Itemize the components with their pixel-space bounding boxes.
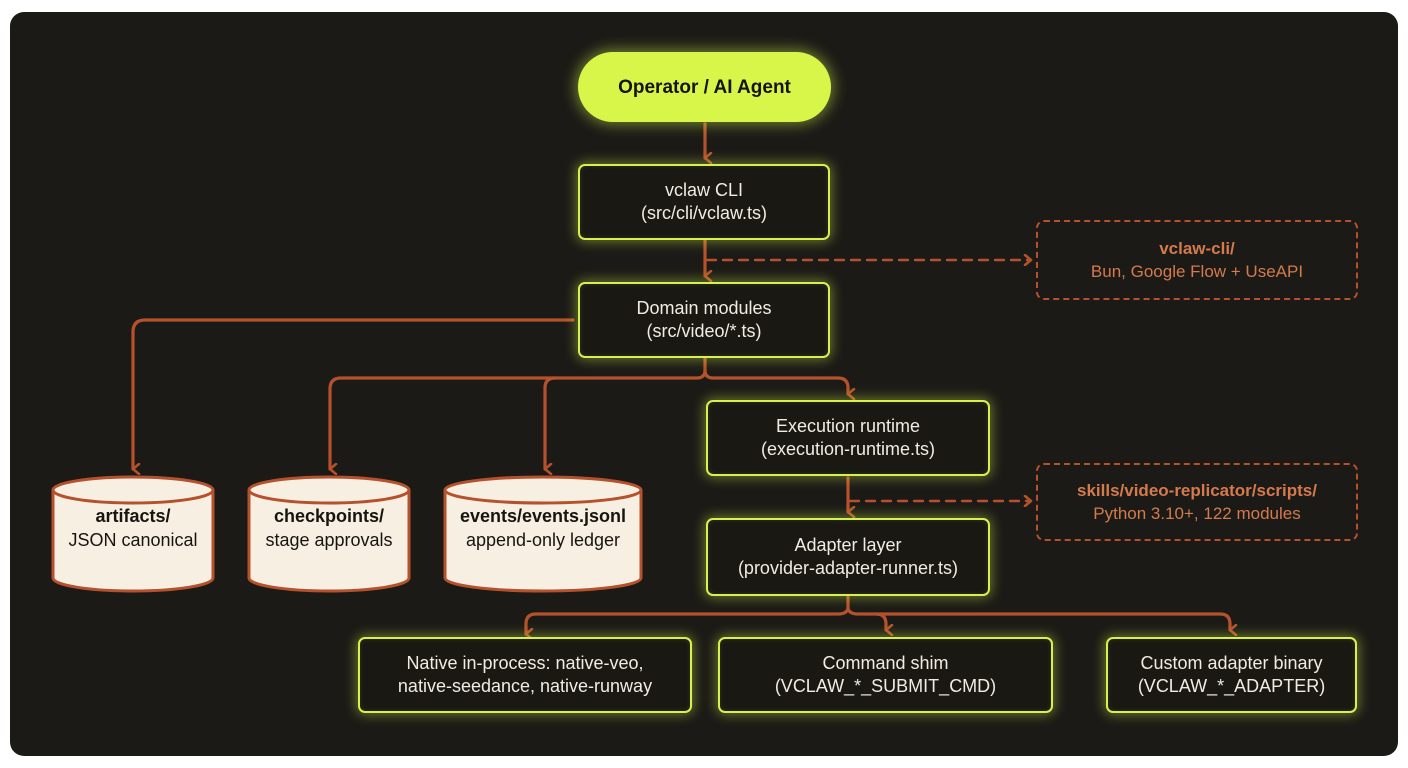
store-events: events/events.jsonl append-only ledger	[442, 474, 644, 594]
edge-adapter-bus	[524, 595, 850, 634]
store-checkpoints: checkpoints/ stage approvals	[246, 474, 412, 594]
store-artifacts-title: artifacts/	[95, 506, 171, 526]
adapter-native-line2: native-seedance, native-runway	[397, 676, 653, 696]
connector-layer	[131, 122, 1398, 756]
cli-title: vclaw CLI	[664, 180, 744, 200]
cli-path: (src/cli/vclaw.ts)	[641, 203, 767, 223]
domain-path: (src/video/*.ts)	[646, 321, 762, 341]
store-events-title: events/events.jsonl	[459, 506, 627, 526]
adapter-custom-line1: Custom adapter binary	[1140, 653, 1323, 673]
runtime-title: Execution runtime	[775, 416, 921, 436]
adapter-node: Adapter layer (provider-adapter-runner.t…	[706, 518, 990, 596]
edge-adapter-shim	[846, 605, 886, 630]
adapter-path: (provider-adapter-runner.ts)	[737, 558, 959, 578]
store-artifacts-desc: JSON canonical	[68, 530, 198, 550]
runtime-path: (execution-runtime.ts)	[760, 439, 936, 459]
adapter-shim-line2: (VCLAW_*_SUBMIT_CMD)	[774, 676, 997, 696]
store-artifacts: artifacts/ JSON canonical	[50, 474, 216, 594]
adapter-native-node: Native in-process: native-veo, native-se…	[358, 637, 692, 713]
store-events-desc: append-only ledger	[465, 530, 621, 550]
ext-cli-desc: Bun, Google Flow + UseAPI	[1090, 262, 1304, 281]
edge-domain-runtime	[703, 368, 848, 394]
adapter-custom-line2: (VCLAW_*_ADAPTER)	[1137, 676, 1326, 696]
ext-skills-title: skills/video-replicator/scripts/	[1077, 481, 1317, 500]
diagram-canvas: Operator / AI Agent vclaw CLI (src/cli/v…	[10, 12, 1398, 756]
cli-node: vclaw CLI (src/cli/vclaw.ts)	[578, 164, 830, 240]
adapter-shim-node: Command shim (VCLAW_*_SUBMIT_CMD)	[718, 637, 1053, 713]
adapter-custom-node: Custom adapter binary (VCLAW_*_ADAPTER)	[1106, 637, 1357, 713]
edge-domain-bus	[328, 357, 707, 469]
store-checkpoints-title: checkpoints/	[273, 506, 385, 526]
operator-label: Operator / AI Agent	[618, 76, 791, 98]
adapter-title: Adapter layer	[794, 535, 902, 555]
adapter-shim-line1: Command shim	[822, 653, 949, 673]
ext-skills-desc: Python 3.10+, 122 modules	[1093, 504, 1301, 523]
operator-node: Operator / AI Agent	[578, 52, 831, 122]
domain-node: Domain modules (src/video/*.ts)	[578, 282, 830, 358]
adapter-native-line1: Native in-process: native-veo,	[406, 653, 644, 673]
edge-domain-events	[543, 376, 557, 469]
edge-adapter-custom	[874, 612, 1230, 630]
ext-cli-title: vclaw-cli/	[1159, 239, 1235, 258]
cylinder-shape	[247, 475, 411, 593]
ext-cli-node: vclaw-cli/ Bun, Google Flow + UseAPI	[1036, 220, 1358, 300]
store-checkpoints-desc: stage approvals	[265, 530, 393, 550]
ext-skills-node: skills/video-replicator/scripts/ Python …	[1036, 463, 1358, 541]
edge-domain-artifacts	[131, 318, 575, 469]
domain-title: Domain modules	[636, 298, 772, 318]
runtime-node: Execution runtime (execution-runtime.ts)	[706, 400, 990, 476]
cylinder-shape	[443, 475, 643, 593]
cylinder-shape	[51, 475, 215, 593]
